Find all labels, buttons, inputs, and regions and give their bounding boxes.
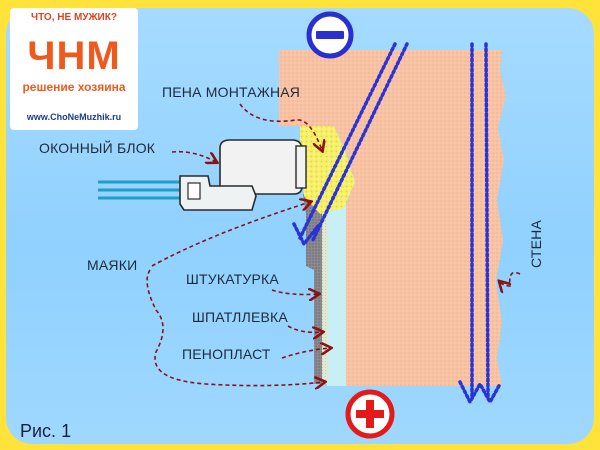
label-plaster: ШТУКАТУРКА xyxy=(186,271,279,287)
logo-tagline: ЧТО, НЕ МУЖИК? xyxy=(31,12,117,23)
leader-foam-plastic xyxy=(281,348,330,359)
foam-plastic-layer xyxy=(327,192,346,386)
leader-plaster xyxy=(271,290,318,295)
leader-beacons-upper xyxy=(151,202,310,267)
label-mounting-foam: ПЕНА МОНТАЖНАЯ xyxy=(162,84,301,100)
logo: ЧТО, НЕ МУЖИК? ЧНМ решение хозяина www.C… xyxy=(10,8,138,130)
logo-url: www.ChoNeMuzhik.ru xyxy=(26,112,122,122)
window-frame-profile xyxy=(179,139,307,211)
label-foam-plastic: ПЕНОПЛАСТ xyxy=(182,346,271,362)
minus-sign-icon xyxy=(306,11,354,59)
label-wall: СТЕНА xyxy=(528,220,544,268)
logo-mark: ЧНМ xyxy=(27,34,121,78)
label-putty: ШПАТЛЛЕВКА xyxy=(192,309,288,325)
wall xyxy=(279,50,506,386)
heat-flow-arrows xyxy=(292,42,502,406)
figure-caption: Рис. 1 xyxy=(20,421,72,441)
logo-subtitle: решение хозяина xyxy=(22,80,126,94)
leader-putty xyxy=(287,325,322,332)
leader-foam xyxy=(239,103,322,150)
label-window-block: ОКОННЫЙ БЛОК xyxy=(39,140,156,156)
plus-sign-icon xyxy=(345,389,395,439)
leader-wall xyxy=(500,271,521,287)
label-beacons: МАЯКИ xyxy=(87,257,138,273)
leader-window-block xyxy=(171,150,216,162)
leader-beacons-lower xyxy=(146,269,324,386)
